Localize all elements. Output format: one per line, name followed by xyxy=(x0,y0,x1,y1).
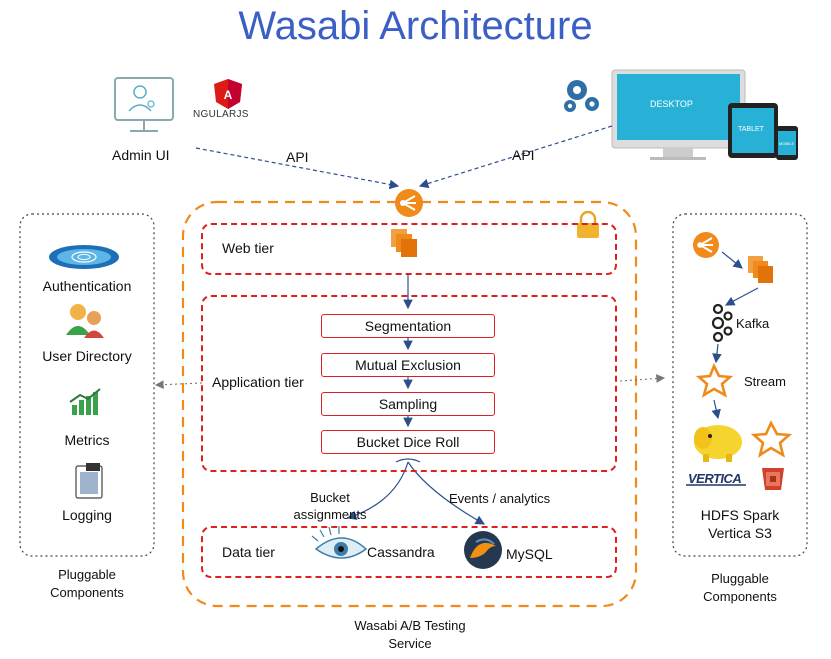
s3-bucket-icon xyxy=(762,468,784,490)
segmentation-step: Segmentation xyxy=(321,314,495,338)
kafka-label: Kafka xyxy=(736,316,770,331)
right-panel-border xyxy=(672,213,808,557)
metrics-label: Metrics xyxy=(64,432,110,448)
right-pluggable-line1: Pluggable xyxy=(711,571,769,586)
lock-icon xyxy=(577,210,599,238)
angular-shield-icon: A xyxy=(214,79,242,109)
application-tier-label: Application tier xyxy=(212,374,304,390)
right-pluggable-line2: Components xyxy=(703,589,777,604)
cassandra-eye-icon xyxy=(311,526,368,559)
service-footer-line2: Service xyxy=(388,636,432,651)
left-panel-border xyxy=(19,213,155,557)
tablet-label: TABLET xyxy=(738,126,764,133)
bucket-assignments-connector xyxy=(346,461,409,520)
svg-text:A: A xyxy=(224,88,233,102)
load-balancer-icon xyxy=(395,189,423,217)
kafka-icon xyxy=(711,303,733,343)
web-tier-box xyxy=(201,223,617,275)
api-left-connector xyxy=(195,147,400,190)
web-server-icon xyxy=(391,229,417,257)
admin-ui-label: Admin UI xyxy=(112,147,170,163)
left-pluggable-line1: Pluggable xyxy=(58,567,116,582)
angular-logo-text: NGULARJS xyxy=(193,109,249,120)
hadoop-elephant-icon xyxy=(694,425,742,462)
sampling-step: Sampling xyxy=(321,392,495,416)
bar-chart-icon xyxy=(69,388,101,415)
logging-label: Logging xyxy=(62,507,112,523)
left-pluggable-line2: Components xyxy=(50,585,124,600)
events-analytics-label: Events / analytics xyxy=(449,491,551,506)
application-tier-box xyxy=(201,295,617,472)
desktop-label: DESKTOP xyxy=(650,99,693,109)
bucket-assignments-line2: assignments xyxy=(293,507,367,522)
diagram-title: Wasabi Architecture xyxy=(238,4,593,48)
storage-line1: HDFS Spark xyxy=(700,507,780,523)
mysql-label: MySQL xyxy=(506,546,553,562)
right-load-balancer-icon xyxy=(693,232,719,258)
bucket-dice-roll-step: Bucket Dice Roll xyxy=(321,430,495,454)
cassandra-label: Cassandra xyxy=(367,544,435,560)
admin-ui-monitor-icon xyxy=(114,77,174,132)
authentication-label: Authentication xyxy=(42,278,132,294)
api-left-label: API xyxy=(286,149,309,165)
storage-line2: Vertica S3 xyxy=(708,525,772,541)
users-icon xyxy=(66,304,104,338)
service-footer-line1: Wasabi A/B Testing xyxy=(354,618,466,633)
spark-star-icon xyxy=(750,420,793,458)
api-right-label: API xyxy=(512,147,535,163)
data-tier-box xyxy=(201,526,617,578)
log-file-icon xyxy=(75,463,103,499)
mutual-exclusion-step: Mutual Exclusion xyxy=(321,353,495,377)
user-directory-label: User Directory xyxy=(42,348,132,364)
vertica-logo-text: VERTICA xyxy=(688,471,742,486)
stream-label: Stream xyxy=(744,374,786,389)
data-tier-label: Data tier xyxy=(222,544,275,560)
stream-star-icon xyxy=(695,362,734,398)
fingerprint-icon xyxy=(49,245,119,269)
gears-icon xyxy=(564,80,599,112)
mobile-label: MOBILE xyxy=(779,141,795,146)
devices-icon xyxy=(611,69,798,160)
mysql-dolphin-icon xyxy=(464,531,502,569)
right-server-icon xyxy=(748,256,773,283)
web-tier-label: Web tier xyxy=(222,240,274,256)
vertica-logo-icon xyxy=(686,471,746,487)
bucket-assignments-line1: Bucket xyxy=(310,490,350,505)
events-analytics-connector xyxy=(407,461,486,525)
api-right-connector xyxy=(418,125,613,189)
